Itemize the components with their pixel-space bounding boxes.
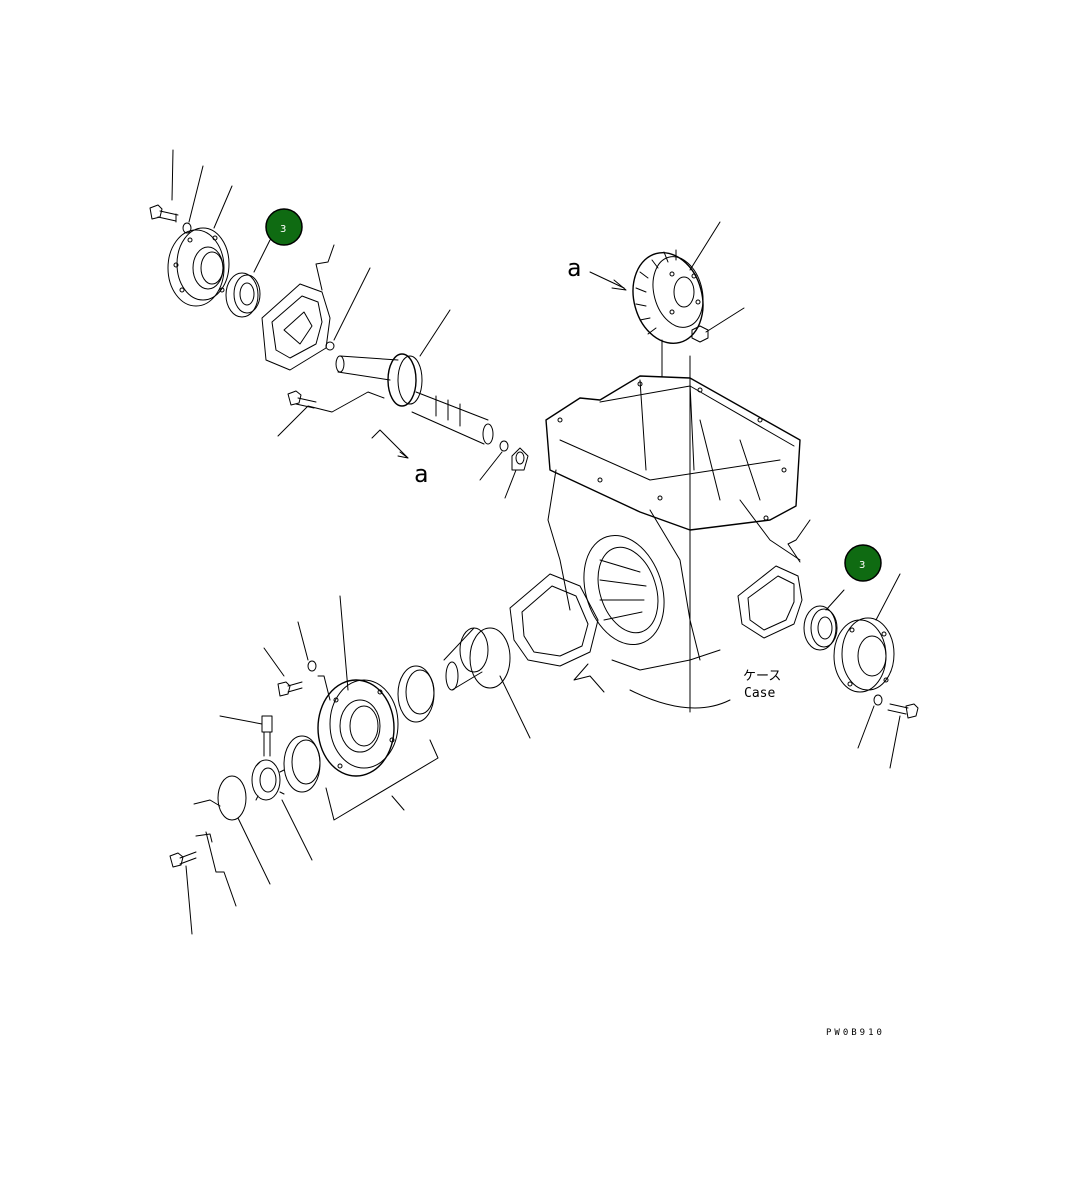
view-arrow-a-lower: a	[371, 429, 428, 488]
bolt-part	[169, 851, 197, 868]
retainer-part	[509, 573, 599, 667]
washer-part	[182, 222, 192, 234]
bearing-part	[397, 665, 435, 723]
drawing-code: PW0B910	[826, 1028, 885, 1038]
callout-number: 3	[859, 560, 865, 571]
bearing-cage-part	[833, 617, 895, 693]
bolt-part	[887, 703, 919, 719]
washer-part	[307, 660, 317, 672]
case-label-en: Case	[744, 686, 775, 701]
bolt-part	[277, 681, 303, 697]
bolt-part	[149, 204, 179, 223]
callout-number: 3	[280, 224, 286, 235]
lock-plate-part	[511, 447, 529, 471]
bearing-part	[225, 272, 261, 318]
leader-lines-upper-left	[171, 149, 517, 499]
collar-part	[499, 440, 509, 452]
view-letter-a: a	[567, 254, 581, 282]
leader-lines-lower-left	[185, 595, 605, 935]
snap-ring-part	[217, 775, 247, 821]
lock-nut-part	[251, 759, 285, 801]
bevel-gear-part	[632, 249, 704, 344]
view-letter-a: a	[414, 460, 428, 488]
pinion-shaft-part	[335, 353, 494, 445]
bearing-housing-part	[317, 679, 399, 777]
callout-badge: 3	[265, 208, 303, 246]
coupling-part	[443, 627, 511, 691]
o-ring-part	[325, 341, 335, 351]
shim-part	[737, 565, 803, 639]
bearing-part	[803, 605, 838, 651]
shim-part	[261, 283, 331, 371]
bearing-cage-part	[167, 227, 230, 307]
washer-part	[873, 694, 883, 706]
transmission-case: ケース Case	[545, 355, 801, 713]
callout-badge: 3	[844, 544, 882, 582]
lower-left-hub-assembly	[169, 573, 599, 868]
nut-part	[691, 325, 709, 343]
pin-part	[261, 715, 273, 757]
right-bearing-assembly	[737, 519, 919, 769]
lock-plate-part	[193, 799, 221, 843]
bearing-part	[283, 735, 321, 793]
case-label-jp: ケース	[743, 669, 781, 684]
bolt-part	[287, 390, 317, 409]
upper-left-bearing-assembly	[149, 204, 529, 471]
